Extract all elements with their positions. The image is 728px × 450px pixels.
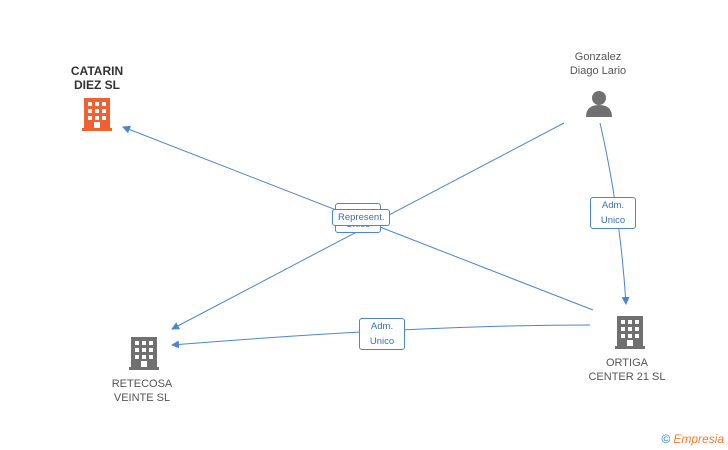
edge-label-line2: Unico xyxy=(369,336,395,347)
node-label-catarin[interactable]: CATARIN DIEZ SL xyxy=(71,64,123,92)
edge-label-text: Represent. xyxy=(338,212,385,223)
node-name-line2: Diago Lario xyxy=(569,65,627,77)
building-icon[interactable] xyxy=(615,316,645,349)
node-name-line2: DIEZ SL xyxy=(73,78,120,92)
node-label-retecosa[interactable]: RETECOSA VEINTE SL xyxy=(112,377,173,405)
building-icon[interactable] xyxy=(129,337,159,370)
node-label-gonzalez[interactable]: Gonzalez Diago Lario xyxy=(570,50,626,78)
edges xyxy=(122,122,630,349)
node-name-line1: ORTIGA xyxy=(606,357,648,369)
copyright-brand: ©Empresia xyxy=(661,432,724,446)
node-name-line1: RETECOSA xyxy=(111,378,173,390)
edge-label-line2: Unico xyxy=(600,215,626,226)
brand-logo-text: Empresia xyxy=(673,432,724,446)
node-name-line2: CENTER 21 SL xyxy=(588,371,666,383)
person-icon[interactable] xyxy=(586,91,612,117)
building-icon[interactable] xyxy=(82,98,112,131)
edge-label-represent[interactable]: Represent. xyxy=(332,209,391,226)
edge-label-line1: Adm. xyxy=(370,321,394,332)
node-name-line1: Gonzalez xyxy=(574,51,622,63)
node-name-line2: VEINTE SL xyxy=(113,392,171,404)
copyright-icon: © xyxy=(661,432,671,446)
edge-label-gonzalez-ortiga[interactable]: Adm. Unico xyxy=(590,197,636,229)
node-label-ortiga[interactable]: ORTIGA CENTER 21 SL xyxy=(588,356,665,384)
edge-label-line1: Adm. xyxy=(601,200,625,211)
edge-label-ortiga-retecosa[interactable]: Adm. Unico xyxy=(359,318,405,350)
node-name-line1: CATARIN xyxy=(70,64,124,78)
